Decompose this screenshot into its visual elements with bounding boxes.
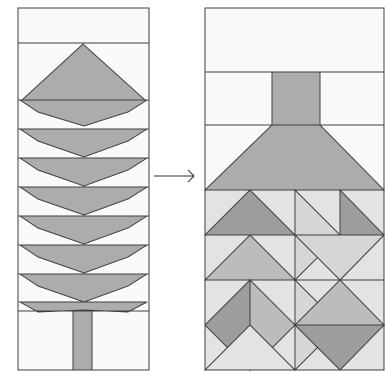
light-goose-row-two <box>293 234 385 281</box>
top-row-geese <box>203 188 385 282</box>
right-panel <box>203 7 385 372</box>
background-triangle-bottom <box>203 324 297 371</box>
right-trunk-block <box>271 71 321 126</box>
transformation-arrow <box>154 169 195 183</box>
tree-trunk <box>72 310 93 371</box>
dark-goose-bottom-right <box>293 324 385 371</box>
arrow-head-icon <box>187 169 195 183</box>
bottom-row-geese <box>203 278 385 372</box>
left-panel <box>17 7 150 371</box>
